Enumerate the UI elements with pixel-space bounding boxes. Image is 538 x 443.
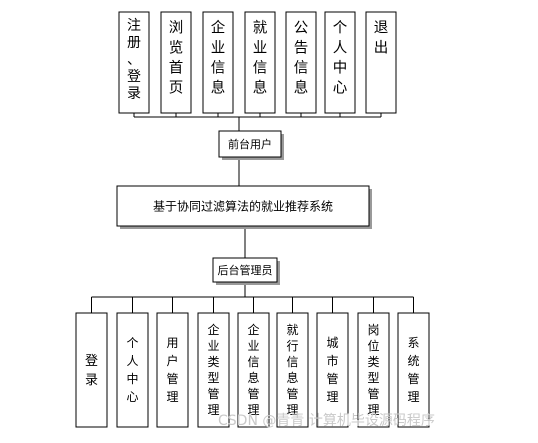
frontend-module-label: 就业信息 bbox=[253, 20, 268, 97]
frontend-module-box bbox=[285, 11, 317, 114]
backend-module-box bbox=[156, 312, 189, 428]
frontend-module-label: 个人中心 bbox=[333, 20, 348, 97]
backend-module-label: 个人中心 bbox=[126, 336, 138, 404]
backend-module-box bbox=[276, 312, 309, 428]
backend-module-label: 企业类型管理 bbox=[207, 322, 219, 417]
frontend-module-label: 退出 bbox=[374, 20, 389, 57]
backend-module-label: 城市管理 bbox=[326, 336, 338, 404]
frontend-module-box bbox=[118, 11, 150, 114]
backend-module-box bbox=[116, 312, 149, 428]
system-box bbox=[116, 185, 370, 227]
backend-module-box bbox=[316, 312, 349, 428]
frontend-module-box bbox=[365, 11, 397, 114]
frontend-module-label: 公告信息 bbox=[294, 21, 309, 97]
backend-module-box bbox=[357, 312, 390, 428]
frontend-module-box bbox=[160, 11, 192, 114]
frontend-module-box bbox=[244, 11, 276, 114]
backend-module-label: 企业信息管理 bbox=[247, 322, 259, 417]
backend-module-label: 用户管理 bbox=[166, 336, 178, 404]
system-label: 基于协同过滤算法的就业推荐系统 bbox=[153, 198, 333, 213]
backend-module-box bbox=[75, 312, 108, 428]
watermark-text: CSDN @青青 计算机毕设源码程序 bbox=[218, 413, 435, 429]
frontend-module-box bbox=[202, 11, 234, 114]
diagram-nodes: 注册、登录浏览首页企业信息就业信息公告信息个人中心退出前台用户基于协同过滤算法的… bbox=[75, 11, 430, 428]
backend-module-label: 岗位类型管理 bbox=[367, 323, 379, 417]
frontend-user-box bbox=[218, 130, 282, 158]
frontend-module-label: 注册、登录 bbox=[127, 18, 141, 102]
backend-module-label: 就行信息管理 bbox=[286, 323, 298, 417]
frontend-module-label: 浏览首页 bbox=[169, 20, 184, 97]
backend-module-box bbox=[197, 312, 230, 428]
backend-admin-box bbox=[212, 257, 278, 283]
frontend-module-label: 企业信息 bbox=[211, 19, 226, 97]
backend-module-box bbox=[397, 312, 430, 428]
backend-admin-label: 后台管理员 bbox=[218, 263, 273, 277]
frontend-user-label: 前台用户 bbox=[228, 137, 272, 151]
frontend-module-box bbox=[324, 11, 356, 114]
backend-module-label: 系统管理 bbox=[407, 336, 419, 404]
backend-module-label: 登录 bbox=[85, 354, 98, 388]
backend-module-box bbox=[237, 312, 270, 428]
